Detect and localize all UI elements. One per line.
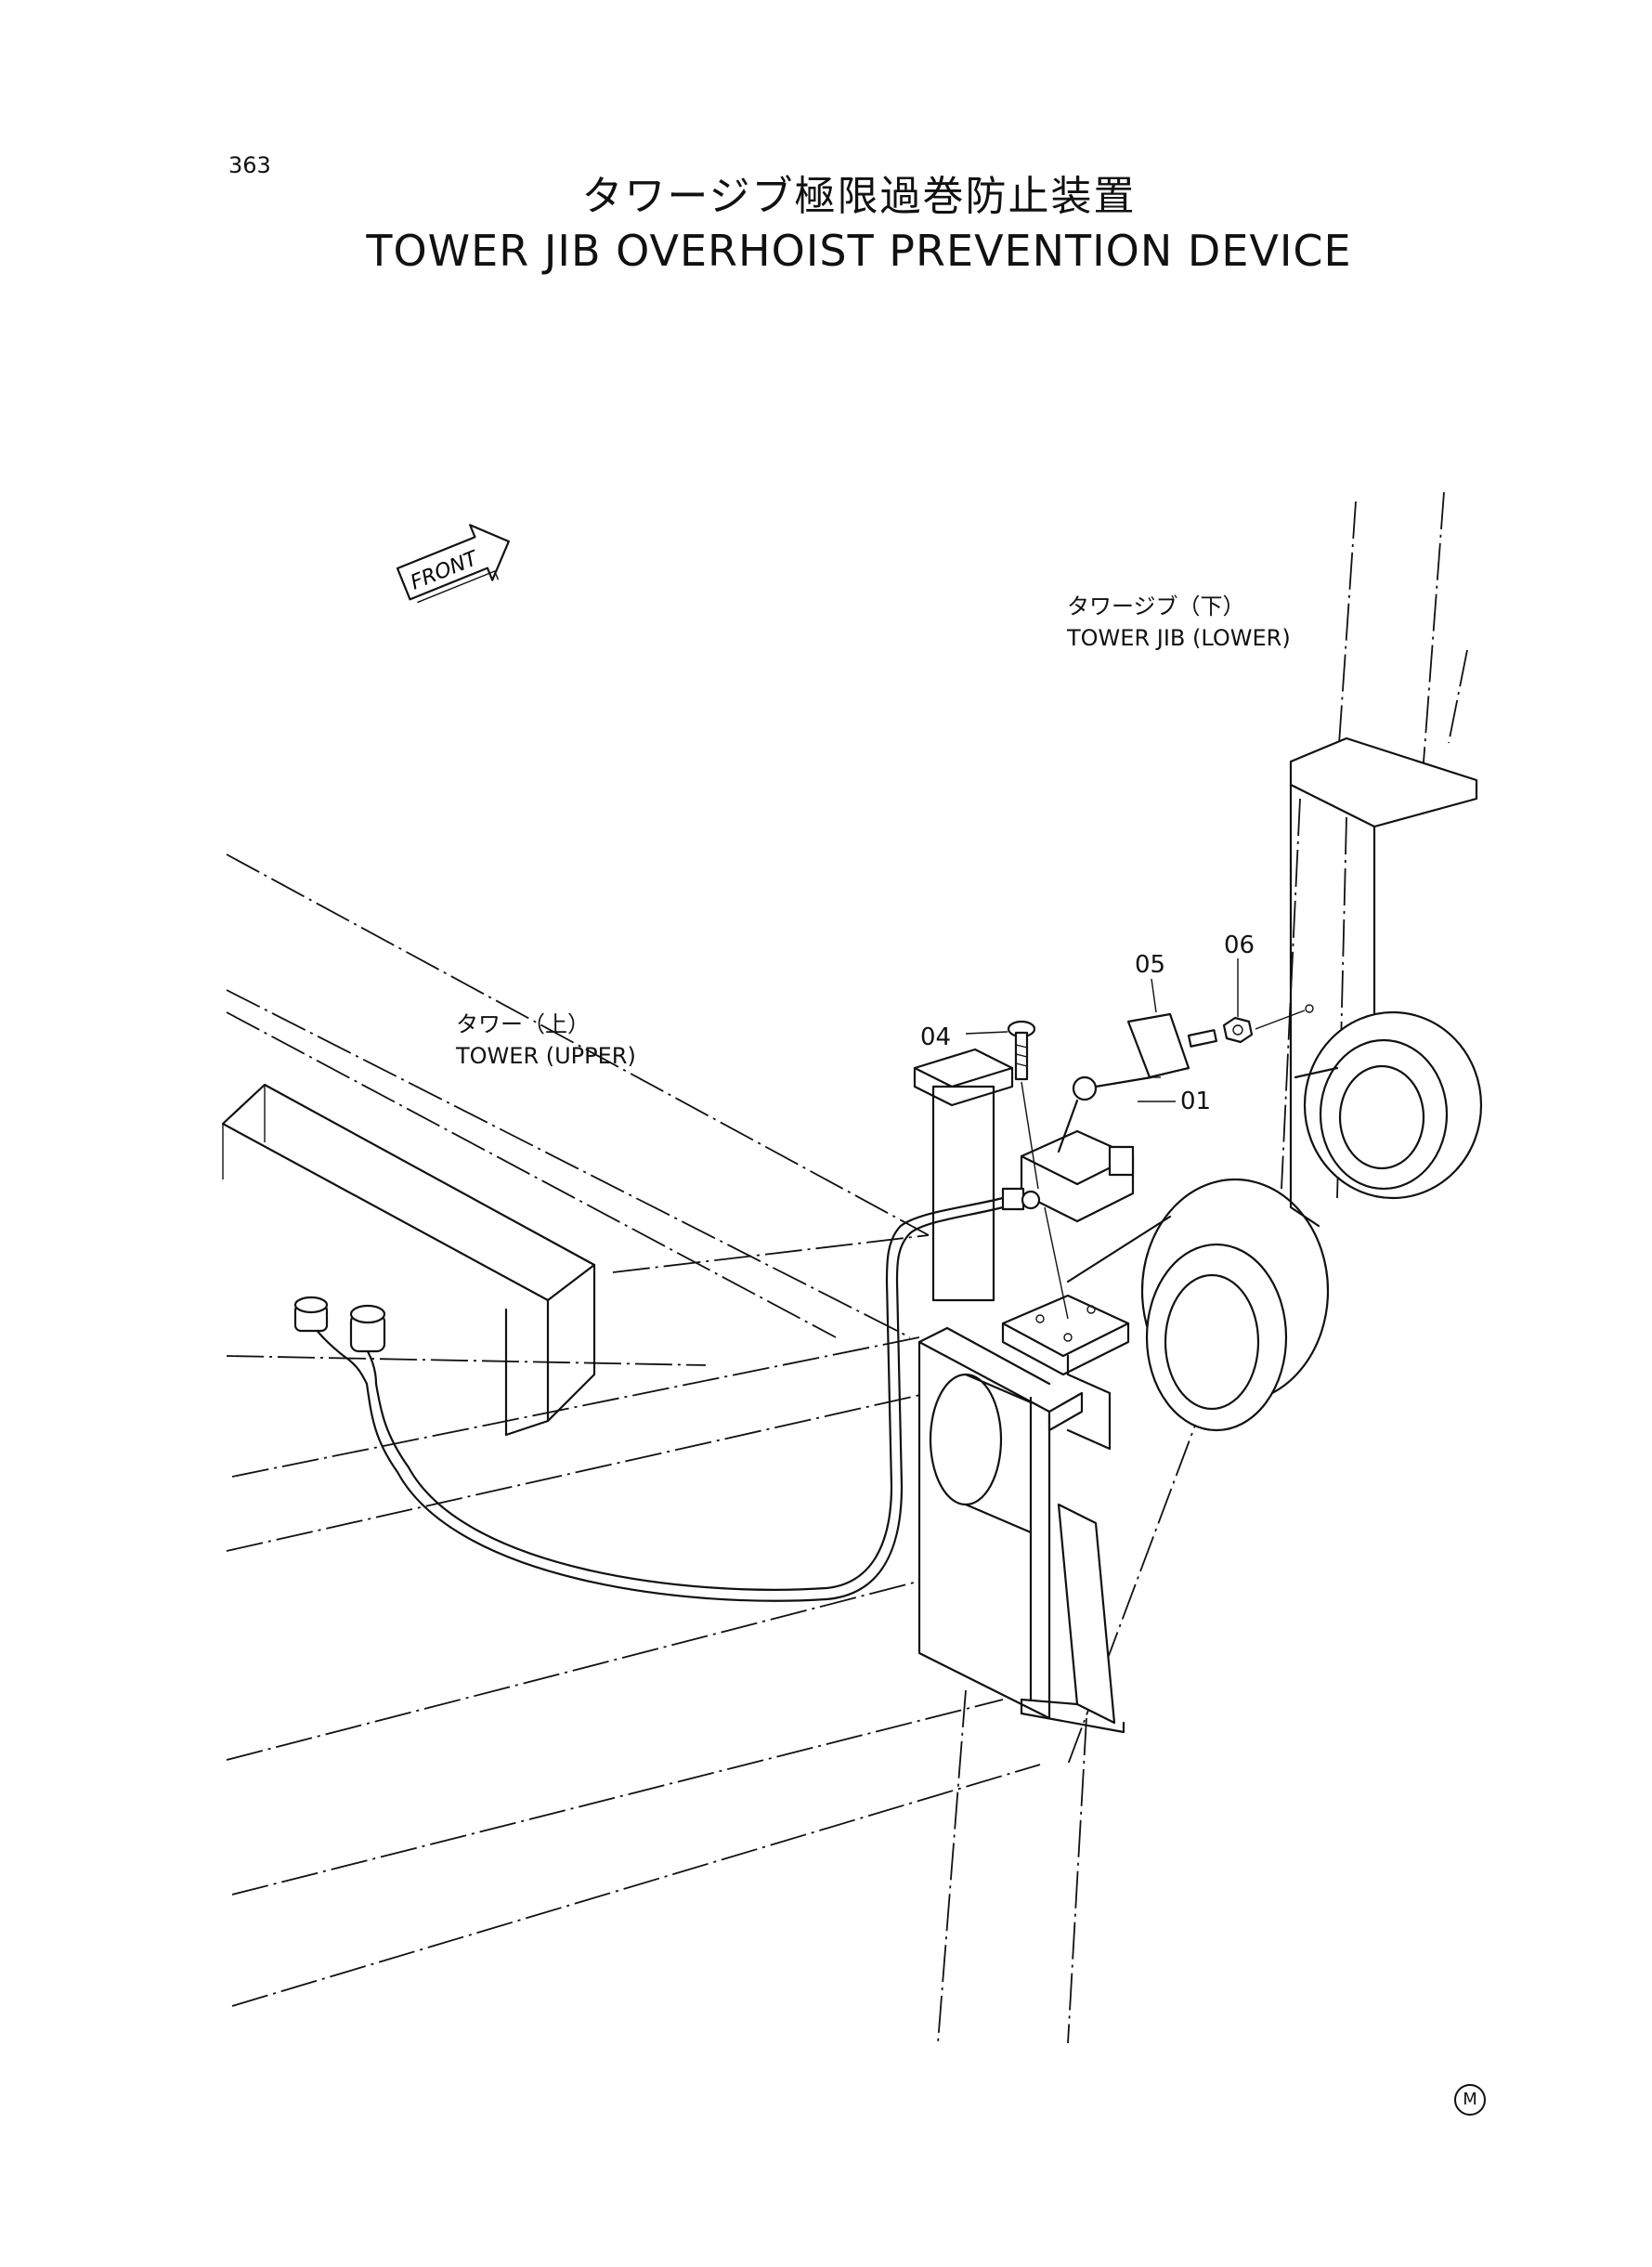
main-bracket — [913, 1048, 1125, 1734]
connector-left-icon — [293, 1296, 329, 1333]
page-number: 363 — [228, 152, 271, 178]
leader-05 — [1151, 978, 1157, 1013]
cable-harness — [309, 1196, 1005, 1602]
label-tower-upper-en: TOWER (UPPER) — [456, 1043, 636, 1069]
bolt-04-icon — [1007, 1020, 1039, 1190]
label-tower-upper-jp: タワー（上） — [456, 1011, 590, 1037]
dog-plate-05 — [1126, 1012, 1217, 1079]
callout-01: 01 — [1180, 1088, 1212, 1115]
label-tower-jib-lower-en: TOWER JIB (LOWER) — [1067, 625, 1291, 651]
callout-04: 04 — [920, 1023, 952, 1051]
label-tower-jib-lower-jp: タワージブ（下） — [1067, 593, 1245, 619]
tower-jib-lower — [1281, 491, 1483, 1228]
tower-upper-structure — [221, 853, 1208, 2044]
nut-06-icon — [1222, 1004, 1314, 1044]
mounting-plate — [1001, 1294, 1130, 1451]
connector-right-icon — [349, 1304, 386, 1353]
leader-04 — [965, 1031, 1008, 1035]
callout-06: 06 — [1224, 932, 1255, 959]
callout-05: 05 — [1135, 951, 1166, 979]
limit-switch — [1001, 1075, 1153, 1320]
front-arrow-icon: FRONT — [396, 524, 510, 604]
title-english: TOWER JIB OVERHOIST PREVENTION DEVICE — [366, 226, 1352, 276]
corner-mark: M — [1454, 2084, 1486, 2116]
title-japanese: タワージブ極限過巻防止装置 — [581, 173, 1137, 220]
tower-upper-sheave — [1066, 1178, 1330, 1432]
